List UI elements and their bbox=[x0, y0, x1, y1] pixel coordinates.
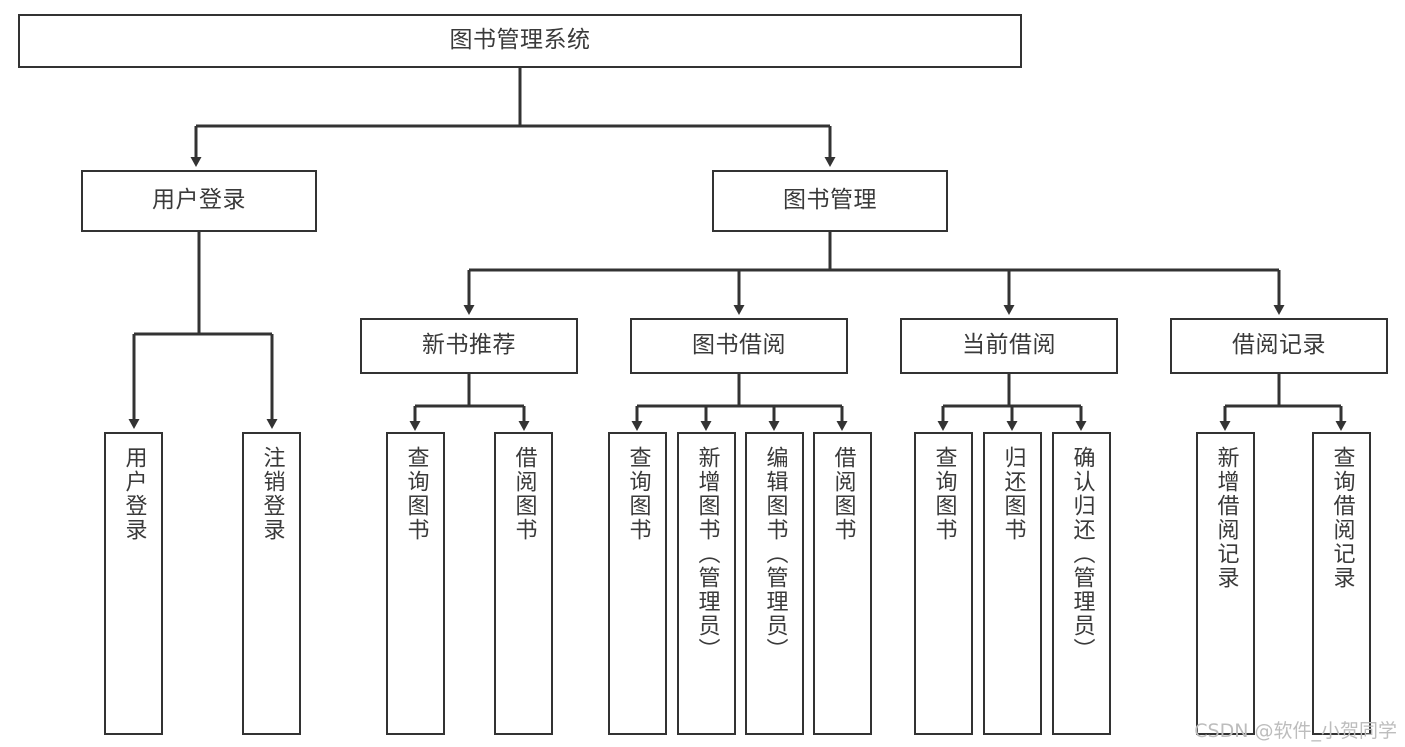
node-user-login-label: 用户登录 bbox=[152, 187, 246, 214]
leaf-borrow-book-2[interactable]: 借阅图书 bbox=[813, 432, 872, 735]
leaf-query-record[interactable]: 查询借阅记录 bbox=[1312, 432, 1371, 735]
leaf-query-book-2-label: 查询图书 bbox=[625, 446, 651, 542]
node-new-book-recommend-label: 新书推荐 bbox=[422, 332, 516, 359]
leaf-add-record-label: 新增借阅记录 bbox=[1213, 446, 1239, 590]
node-book-borrow-label: 图书借阅 bbox=[692, 332, 786, 359]
leaf-confirm-return[interactable]: 确认归还（管理员） bbox=[1052, 432, 1111, 735]
leaf-borrow-book-1[interactable]: 借阅图书 bbox=[494, 432, 553, 735]
leaf-add-record[interactable]: 新增借阅记录 bbox=[1196, 432, 1255, 735]
leaf-logout-label: 注销登录 bbox=[259, 446, 285, 542]
leaf-logout[interactable]: 注销登录 bbox=[242, 432, 301, 735]
leaf-return-book[interactable]: 归还图书 bbox=[983, 432, 1042, 735]
leaf-query-book-3[interactable]: 查询图书 bbox=[914, 432, 973, 735]
leaf-user-login-label: 用户登录 bbox=[121, 446, 147, 542]
node-current-borrow[interactable]: 当前借阅 bbox=[900, 318, 1118, 374]
leaf-add-book[interactable]: 新增图书（管理员） bbox=[677, 432, 736, 735]
leaf-query-book-1-label: 查询图书 bbox=[403, 446, 429, 542]
leaf-query-book-1[interactable]: 查询图书 bbox=[386, 432, 445, 735]
node-borrow-record[interactable]: 借阅记录 bbox=[1170, 318, 1388, 374]
leaf-edit-book[interactable]: 编辑图书（管理员） bbox=[745, 432, 804, 735]
node-book-borrow[interactable]: 图书借阅 bbox=[630, 318, 848, 374]
leaf-query-book-2[interactable]: 查询图书 bbox=[608, 432, 667, 735]
leaf-query-record-label: 查询借阅记录 bbox=[1329, 446, 1355, 590]
leaf-borrow-book-2-label: 借阅图书 bbox=[830, 446, 856, 542]
node-root-label: 图书管理系统 bbox=[449, 27, 591, 54]
leaf-borrow-book-1-label: 借阅图书 bbox=[511, 446, 537, 542]
leaf-edit-book-label: 编辑图书（管理员） bbox=[762, 446, 788, 662]
node-borrow-record-label: 借阅记录 bbox=[1232, 332, 1326, 359]
node-root[interactable]: 图书管理系统 bbox=[18, 14, 1022, 68]
node-current-borrow-label: 当前借阅 bbox=[962, 332, 1056, 359]
node-new-book-recommend[interactable]: 新书推荐 bbox=[360, 318, 578, 374]
node-user-login[interactable]: 用户登录 bbox=[81, 170, 317, 232]
leaf-return-book-label: 归还图书 bbox=[1000, 446, 1026, 542]
leaf-user-login[interactable]: 用户登录 bbox=[104, 432, 163, 735]
csdn-watermark: CSDN @软件_小贺同学 bbox=[1194, 720, 1397, 742]
leaf-add-book-label: 新增图书（管理员） bbox=[694, 446, 720, 662]
leaf-query-book-3-label: 查询图书 bbox=[931, 446, 957, 542]
leaf-confirm-return-label: 确认归还（管理员） bbox=[1069, 446, 1095, 662]
node-book-management[interactable]: 图书管理 bbox=[712, 170, 948, 232]
node-book-management-label: 图书管理 bbox=[783, 187, 877, 214]
